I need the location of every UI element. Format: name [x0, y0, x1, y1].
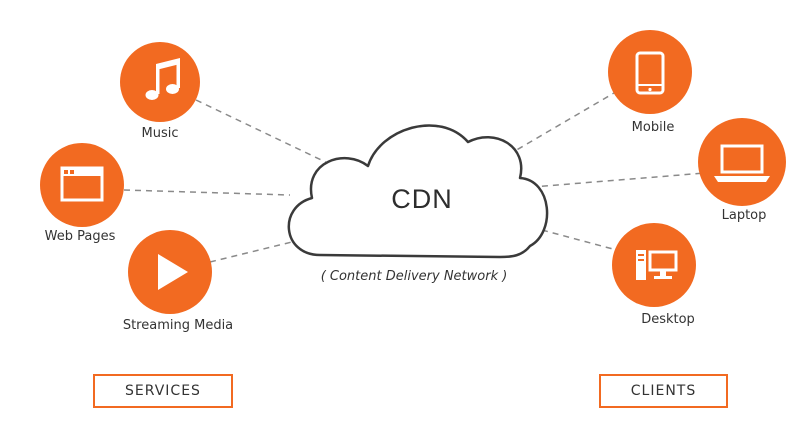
cdn-cloud [287, 124, 549, 259]
connector-music [195, 99, 339, 169]
streaming-media-node [128, 230, 212, 314]
browser-window-icon [60, 166, 104, 202]
cdn-subtitle: ( Content Delivery Network ) [320, 269, 508, 284]
play-icon [158, 254, 188, 290]
mobile-label: Mobile [631, 120, 675, 135]
desktop-node [612, 223, 696, 307]
connector-laptop [519, 172, 706, 189]
web-pages-node [40, 143, 124, 227]
connector-streaming-media [209, 239, 301, 263]
music-note-icon [145, 58, 180, 100]
connector-web-pages [123, 189, 291, 196]
clients-box: CLIENTS [599, 374, 728, 408]
music-node [120, 42, 200, 122]
cdn-title: CDN [391, 184, 453, 214]
connector-desktop [541, 229, 625, 253]
music-label: Music [141, 126, 179, 141]
laptop-label: Laptop [721, 208, 767, 223]
services-box: SERVICES [93, 374, 233, 408]
mobile-phone-icon [635, 51, 665, 95]
web-pages-label: Web Pages [44, 229, 116, 244]
services-label: SERVICES [125, 383, 201, 399]
streaming-media-label: Streaming Media [122, 318, 234, 333]
clients-label: CLIENTS [630, 383, 697, 399]
desktop-label: Desktop [641, 312, 695, 327]
connector-mobile [507, 92, 615, 156]
mobile-node [608, 30, 692, 114]
desktop-computer-icon [636, 250, 678, 280]
laptop-node [698, 118, 786, 206]
laptop-icon [714, 144, 770, 182]
